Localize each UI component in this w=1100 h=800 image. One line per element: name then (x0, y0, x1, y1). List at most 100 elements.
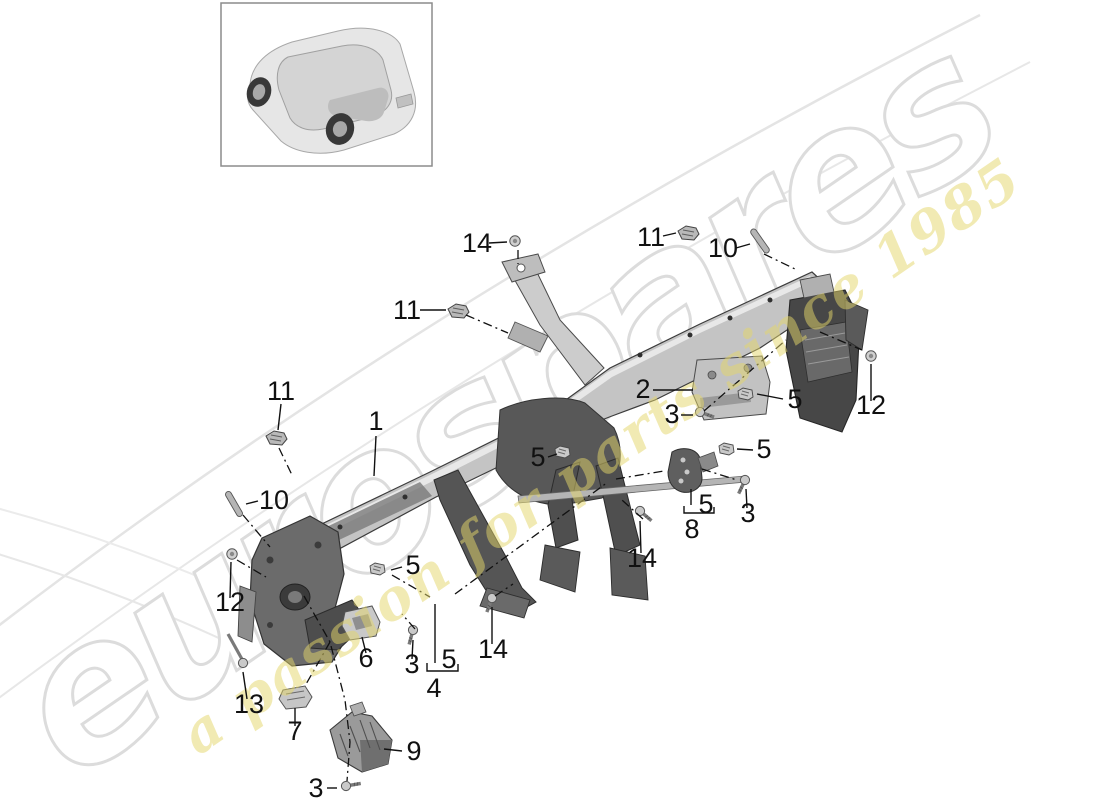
brace-foot (507, 321, 549, 353)
callout-label: 5 (530, 442, 545, 472)
axis-line (304, 641, 331, 687)
leader-line (411, 639, 414, 660)
leader-line (277, 403, 282, 431)
callout-label: 3 (664, 399, 679, 429)
callout-label: 3 (404, 649, 419, 679)
callout-label: 14 (462, 228, 492, 258)
screw-part-13 (226, 633, 249, 669)
callout-label: 11 (393, 295, 421, 325)
axis-line (278, 447, 293, 476)
clip-part-5 (718, 442, 735, 456)
beam-hole (337, 524, 343, 530)
brace-mount-hole (516, 263, 526, 273)
screw-part-3 (338, 777, 364, 794)
grommet-hole (684, 469, 690, 475)
right-bracket-panel (799, 321, 853, 383)
callout-label: 9 (406, 736, 421, 766)
callout-label: 4 (426, 673, 441, 703)
callout-label: 5 (756, 434, 771, 464)
beam-hole (767, 297, 773, 303)
axis-line (465, 314, 509, 334)
bracket-slot (700, 392, 751, 408)
callout-label: 7 (287, 716, 302, 746)
support-strut-center-right (595, 457, 641, 557)
nut-part-14 (509, 235, 521, 247)
leader-line (229, 561, 232, 599)
nut-part-12 (226, 548, 238, 560)
group-bracket (426, 663, 459, 672)
leader-line (662, 232, 677, 237)
bracket-hole (743, 363, 753, 373)
instrument-panel-frame-drawing (223, 225, 877, 794)
axis-line (615, 470, 665, 480)
bracket-hole (267, 622, 273, 628)
swoosh-curve (0, 61, 1031, 699)
bracket-hole (266, 556, 274, 564)
vehicle-thumbnail (220, 2, 433, 167)
callout-label: 8 (684, 514, 699, 544)
nut-part-12 (865, 350, 877, 362)
callout-label: 13 (234, 689, 264, 719)
leader-line (245, 500, 259, 505)
grommet-hole (678, 478, 684, 484)
mount-part-9-face (360, 740, 392, 772)
leader-line (383, 748, 403, 752)
leader-line (390, 566, 403, 571)
callout-label: 2 (635, 374, 650, 404)
car-wheel-rim (252, 84, 266, 100)
axis-line (454, 481, 609, 595)
axis-line (701, 468, 738, 481)
left-bracket-opening-inner (288, 591, 302, 603)
beam-highlight (258, 276, 813, 565)
axis-line (494, 583, 514, 597)
callout-label: 3 (308, 773, 323, 800)
screw-part-14 (631, 502, 657, 526)
beam-hole (637, 352, 643, 358)
group-bracket (683, 506, 715, 514)
swoosh-curve (0, 553, 256, 656)
bracket-part-6-notch (352, 614, 372, 630)
callout-label: 1 (368, 406, 383, 436)
axis-line (391, 574, 431, 598)
callout-label: 11 (267, 376, 295, 406)
callout-label: 11 (637, 222, 665, 252)
mount-part-9-tab (349, 701, 367, 717)
callout-label: 5 (698, 489, 713, 519)
callout-label: 6 (358, 643, 373, 673)
callout-label: 14 (478, 634, 508, 664)
clip-part-7-detail (285, 690, 306, 701)
leader-line (373, 435, 377, 477)
leader-line (756, 393, 784, 400)
callout-label: 12 (856, 390, 886, 420)
car-wheel-rim (332, 121, 348, 137)
leader-line (735, 243, 751, 249)
callouts: 14 11 10 11 11 1 10 12 2 3 5 12 5 5 3 5 … (215, 222, 886, 800)
beam-hole (727, 315, 733, 321)
callout-label: 10 (708, 233, 738, 263)
beam-hole (687, 332, 693, 338)
axis-line (242, 514, 271, 548)
strut-foot (609, 547, 649, 601)
grommet-hole (680, 457, 686, 463)
clip-part-11 (447, 303, 470, 319)
leader-line (745, 488, 748, 509)
callout-label: 10 (259, 485, 289, 515)
axis-line (703, 339, 787, 412)
leader-line (361, 636, 367, 654)
strut-foot (539, 544, 581, 593)
axis-line (236, 559, 267, 578)
callout-label: 12 (215, 587, 245, 617)
bracket-ribs (804, 332, 850, 365)
axis-line (763, 253, 798, 271)
callout-label: 5 (441, 644, 456, 674)
leader-line (639, 520, 642, 554)
callout-label: 5 (405, 550, 420, 580)
axis-line (621, 499, 644, 520)
car-taillight (395, 93, 414, 109)
grommet-tab (697, 451, 719, 473)
callout-label: 5 (787, 384, 802, 414)
axis-line (401, 613, 416, 630)
support-strut-center-left (547, 461, 581, 549)
